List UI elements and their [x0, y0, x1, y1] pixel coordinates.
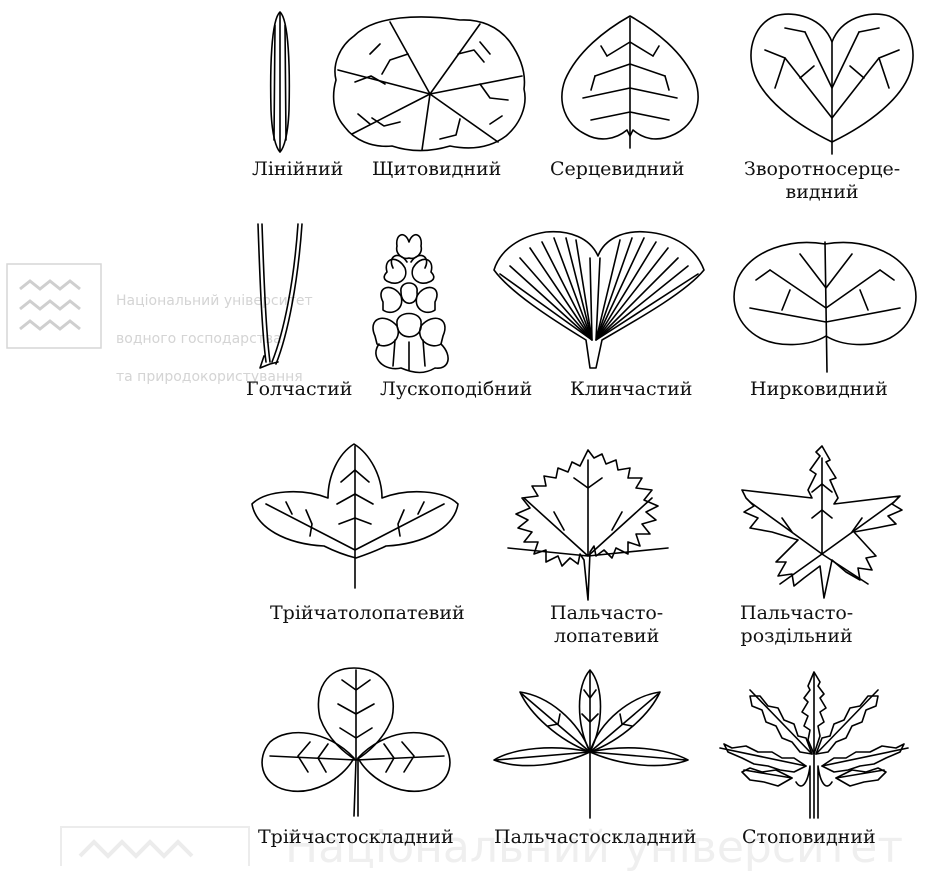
leaf-label-pedate: Стоповидний [742, 826, 876, 849]
leaf-label-trilobate: Трійчатолопатевий [270, 602, 465, 625]
leaf-label-palmately-lobed: Пальчасто- лопатевий [550, 602, 663, 648]
trifoliate-leaf-icon [258, 666, 458, 816]
palmately-compound-leaf-icon [492, 668, 692, 818]
leaf-label-cordate: Серцевидний [550, 158, 684, 181]
linear-leaf-icon [265, 10, 295, 155]
trilobate-leaf-icon [248, 440, 463, 590]
leaf-label-palmately-compound: Пальчастоскладний [494, 826, 696, 849]
cuneate-leaf-icon [490, 222, 710, 372]
acicular-leaf-icon [250, 222, 310, 372]
leaf-label-scale-like: Лускоподібний [380, 378, 532, 401]
scale-like-leaf-icon [365, 228, 455, 378]
leaf-label-acicular: Голчастий [246, 378, 352, 401]
leaf-label-trifoliate: Трійчастоскладний [258, 826, 454, 849]
watermark-bottom-logo-icon [60, 826, 250, 866]
obcordate-leaf-icon [745, 8, 920, 158]
reniform-leaf-icon [730, 228, 920, 378]
leaf-label-cuneate: Клинчастий [570, 378, 692, 401]
leaf-label-obcordate: Зворотносерце- видний [744, 158, 900, 204]
pedate-leaf-icon [712, 670, 917, 822]
cordate-leaf-icon [555, 12, 705, 152]
leaf-label-palmately-parted: Пальчасто- роздільний [740, 602, 853, 648]
leaf-label-reniform: Нирковидний [750, 378, 888, 401]
palmately-parted-leaf-icon [728, 444, 918, 602]
peltate-leaf-icon [330, 14, 530, 154]
palmately-lobed-leaf-icon [484, 448, 694, 600]
watermark-logo-icon [6, 263, 102, 349]
leaf-label-peltate: Щитовидний [372, 158, 501, 181]
leaf-label-linear: Лінійний [252, 158, 343, 181]
